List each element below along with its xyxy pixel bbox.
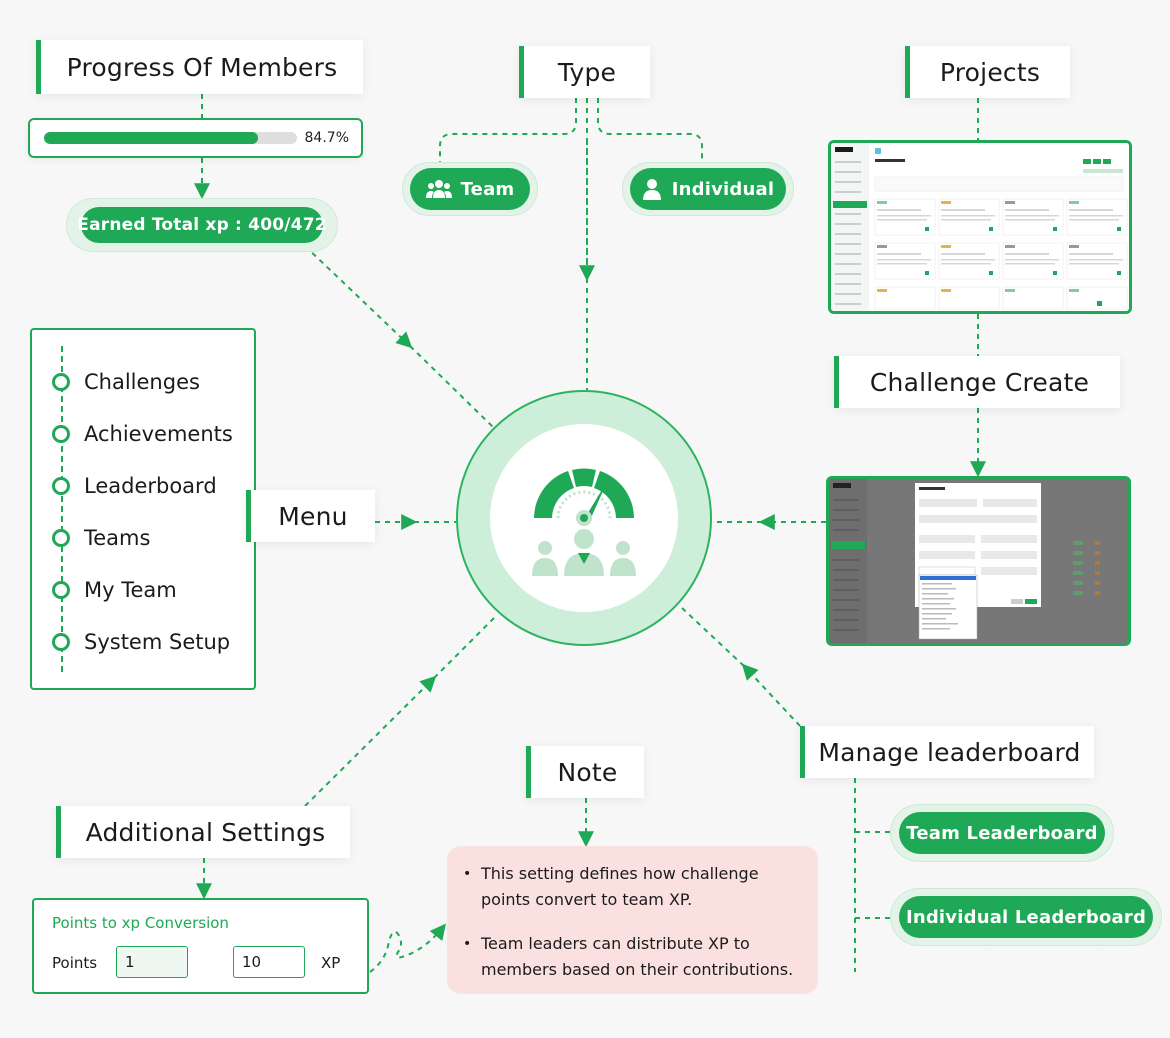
member-progress-bar: 84.7% bbox=[28, 118, 363, 158]
team-leaderboard-pill-wrap: Team Leaderboard bbox=[890, 804, 1114, 862]
menu-item-achievements[interactable]: Achievements bbox=[52, 422, 233, 446]
menu-item-challenges[interactable]: Challenges bbox=[52, 370, 200, 394]
note-item: Team leaders can distribute XP to member… bbox=[463, 931, 803, 983]
gauge-team-icon bbox=[532, 468, 636, 576]
note-item: This setting defines how challenge point… bbox=[463, 861, 803, 913]
menu-bullet-icon bbox=[52, 633, 70, 651]
type-label: Type bbox=[519, 46, 650, 98]
team-leaderboard-pill[interactable]: Team Leaderboard bbox=[899, 812, 1105, 854]
individual-type-text: Individual bbox=[671, 178, 775, 200]
menu-bullet-icon bbox=[52, 425, 70, 443]
type-title: Type bbox=[557, 57, 617, 87]
menu-item-label: My Team bbox=[84, 578, 177, 602]
menu-bullet-icon bbox=[52, 529, 70, 547]
team-leaderboard-text: Team Leaderboard bbox=[906, 822, 1098, 844]
menu-label: Menu bbox=[246, 490, 375, 542]
menu-bullet-icon bbox=[52, 581, 70, 599]
menu-list-panel: Challenges Achievements Leaderboard Team… bbox=[30, 328, 256, 690]
additional-settings-label: Additional Settings bbox=[56, 806, 350, 858]
xp-label: XP bbox=[321, 954, 341, 972]
points-label: Points bbox=[52, 954, 98, 972]
challenge-create-screenshot bbox=[826, 476, 1131, 646]
challenge-create-title: Challenge Create bbox=[869, 367, 1090, 397]
menu-item-label: Challenges bbox=[84, 370, 200, 394]
individual-type-pill-wrap: Individual bbox=[622, 162, 794, 216]
menu-item-leaderboard[interactable]: Leaderboard bbox=[52, 474, 217, 498]
note-label: Note bbox=[526, 746, 644, 798]
team-type-text: Team bbox=[460, 178, 515, 200]
xp-input[interactable]: 10 bbox=[233, 946, 305, 978]
projects-label: Projects bbox=[905, 46, 1070, 98]
progress-of-members-title: Progress Of Members bbox=[66, 52, 338, 82]
earned-xp-badge: Earned Total xp : 400/472 bbox=[77, 207, 327, 243]
menu-list-spine bbox=[61, 346, 63, 672]
individual-type-pill[interactable]: Individual bbox=[630, 168, 786, 210]
manage-leaderboard-label: Manage leaderboard bbox=[800, 726, 1094, 778]
menu-item-my-team[interactable]: My Team bbox=[52, 578, 177, 602]
points-xp-conversion-panel: Points to xp Conversion Points 1 10 XP bbox=[32, 898, 369, 994]
menu-item-system-setup[interactable]: System Setup bbox=[52, 630, 230, 654]
user-icon bbox=[642, 179, 661, 200]
projects-screenshot-image bbox=[831, 143, 1129, 311]
earned-xp-badge-wrap: Earned Total xp : 400/472 bbox=[66, 198, 338, 252]
note-panel: This setting defines how challenge point… bbox=[447, 846, 818, 994]
individual-leaderboard-pill-wrap: Individual Leaderboard bbox=[890, 888, 1162, 946]
team-type-pill[interactable]: Team bbox=[410, 168, 530, 210]
note-title: Note bbox=[557, 757, 618, 787]
earned-xp-text: Earned Total xp : 400/472 bbox=[77, 215, 327, 235]
menu-bullet-icon bbox=[52, 477, 70, 495]
progress-fill bbox=[44, 132, 258, 144]
conversion-title: Points to xp Conversion bbox=[52, 914, 229, 932]
manage-leaderboard-title: Manage leaderboard bbox=[818, 737, 1081, 767]
users-icon bbox=[425, 180, 452, 198]
menu-item-label: Teams bbox=[84, 526, 151, 550]
menu-item-label: Achievements bbox=[84, 422, 233, 446]
individual-leaderboard-pill[interactable]: Individual Leaderboard bbox=[899, 896, 1153, 938]
points-input[interactable]: 1 bbox=[116, 946, 188, 978]
progress-of-members-label: Progress Of Members bbox=[36, 40, 363, 94]
challenge-create-label: Challenge Create bbox=[834, 356, 1120, 408]
menu-item-label: Leaderboard bbox=[84, 474, 217, 498]
menu-title: Menu bbox=[278, 501, 348, 531]
menu-item-label: System Setup bbox=[84, 630, 231, 654]
projects-screenshot bbox=[828, 140, 1132, 314]
challenge-create-screenshot-image bbox=[829, 479, 1128, 643]
progress-value: 84.7% bbox=[304, 130, 349, 146]
progress-track bbox=[44, 132, 297, 144]
menu-bullet-icon bbox=[52, 373, 70, 391]
additional-settings-title: Additional Settings bbox=[85, 817, 326, 847]
menu-item-teams[interactable]: Teams bbox=[52, 526, 150, 550]
team-type-pill-wrap: Team bbox=[402, 162, 538, 216]
projects-title: Projects bbox=[939, 57, 1041, 87]
individual-leaderboard-text: Individual Leaderboard bbox=[905, 906, 1147, 928]
